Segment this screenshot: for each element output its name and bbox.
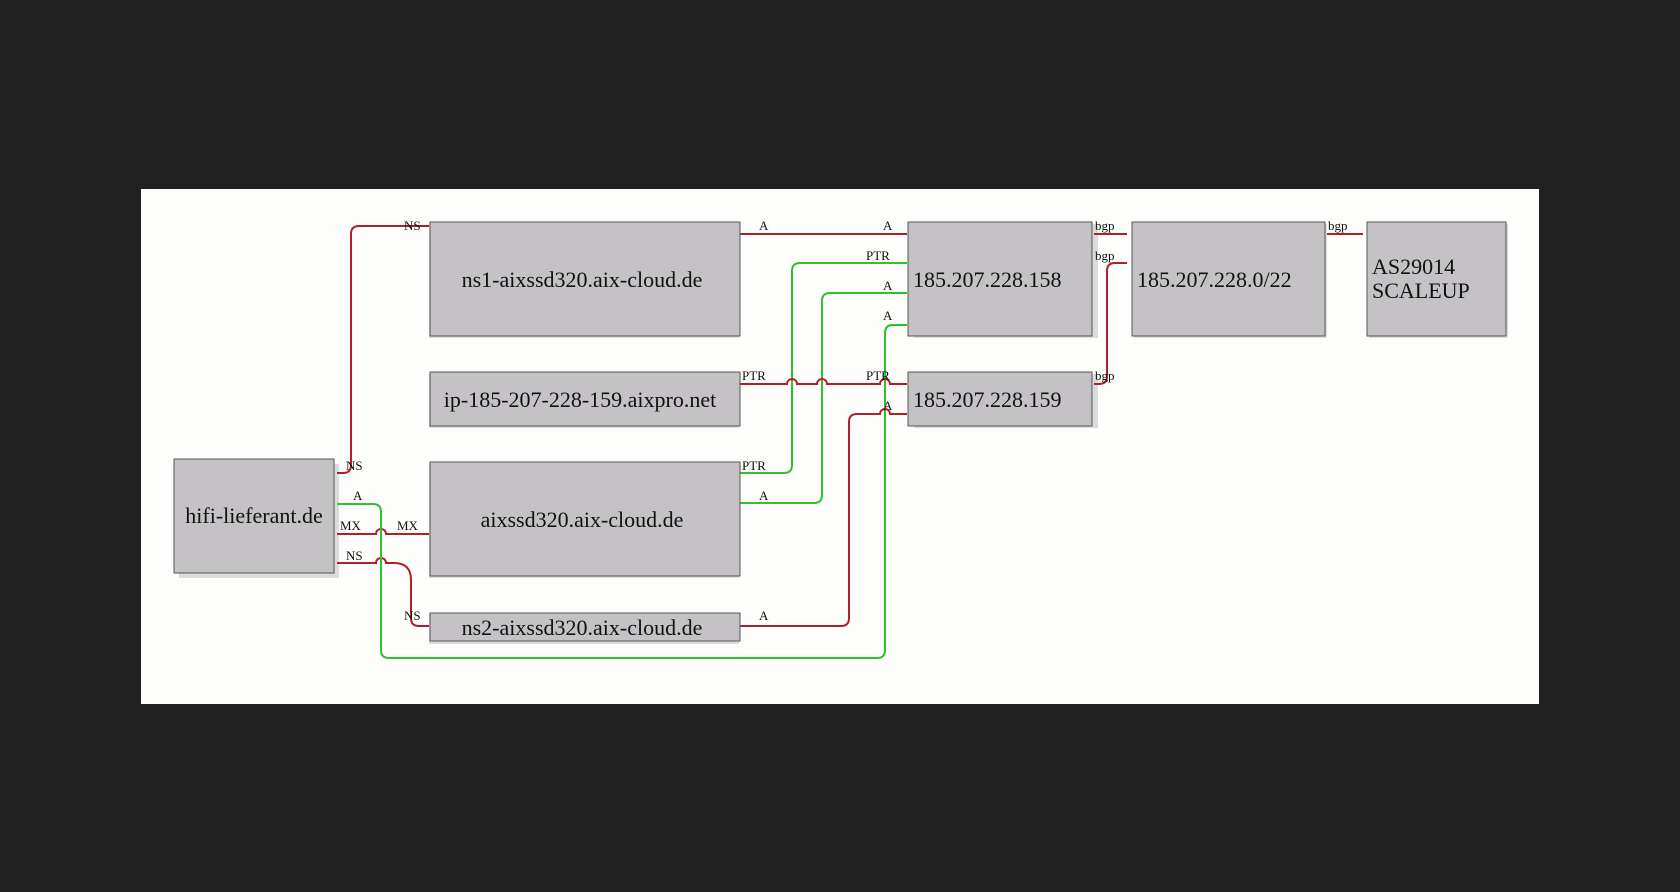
edge-aixssd-158-a	[740, 292, 907, 504]
node-aixssd[interactable]: aixssd320.aix-cloud.de	[429, 461, 741, 577]
node-ip158-label: 185.207.228.158	[913, 267, 1062, 292]
edge-label-mx: MX	[340, 518, 362, 533]
edge-aixssd-158-ptr	[740, 262, 907, 474]
edge-label-ptr: PTR	[866, 368, 890, 383]
edge-label-ns: NS	[346, 548, 363, 563]
edge-label-a: A	[883, 308, 893, 323]
node-aixssd-label: aixssd320.aix-cloud.de	[481, 507, 684, 532]
node-hifi-label: hifi-lieferant.de	[185, 503, 322, 528]
edge-label-a: A	[353, 488, 363, 503]
node-ns2-label: ns2-aixssd320.aix-cloud.de	[462, 615, 703, 640]
edge-label-ptr: PTR	[866, 248, 890, 263]
edge-label-ptr: PTR	[742, 458, 766, 473]
node-ptr159-label: ip-185-207-228-159.aixpro.net	[444, 387, 717, 412]
node-as-label-line1: AS29014	[1372, 254, 1455, 279]
node-ptr159[interactable]: ip-185-207-228-159.aixpro.net	[429, 371, 741, 427]
edge-label-bgp: bgp	[1095, 218, 1115, 233]
edge-label-bgp: bgp	[1328, 218, 1348, 233]
node-net-label: 185.207.228.0/22	[1137, 267, 1292, 292]
edge-label-ns: NS	[346, 458, 363, 473]
edge-labels: NS NS A MX MX NS NS A A PTR A A PTR PTR …	[340, 218, 1348, 623]
edge-label-a: A	[759, 218, 769, 233]
edge-label-a: A	[883, 218, 893, 233]
edge-label-mx: MX	[397, 518, 419, 533]
edge-label-a: A	[759, 488, 769, 503]
edge-label-ptr: PTR	[742, 368, 766, 383]
edge-label-bgp: bgp	[1095, 368, 1115, 383]
node-ip159[interactable]: 185.207.228.159	[907, 371, 1093, 427]
node-net[interactable]: 185.207.228.0/22	[1131, 221, 1326, 337]
edge-label-a: A	[883, 398, 893, 413]
edge-label-ns: NS	[404, 218, 421, 233]
node-as[interactable]: AS29014 SCALEUP	[1366, 221, 1507, 337]
node-hifi[interactable]: hifi-lieferant.de	[173, 458, 335, 574]
dns-graph: hifi-lieferant.de ns1-aixssd320.aix-clou…	[173, 218, 1508, 659]
edge-ptr159-159-ptr	[740, 378, 907, 385]
edge-label-bgp: bgp	[1095, 248, 1115, 263]
diagram-canvas: hifi-lieferant.de ns1-aixssd320.aix-clou…	[141, 189, 1539, 704]
node-ip159-label: 185.207.228.159	[913, 387, 1062, 412]
edge-hifi-158-a	[337, 324, 907, 659]
edge-label-a: A	[759, 608, 769, 623]
node-ip158[interactable]: 185.207.228.158	[907, 221, 1093, 337]
edge-label-a: A	[883, 278, 893, 293]
edge-159-net-bgp	[1094, 262, 1127, 385]
node-ns1-label: ns1-aixssd320.aix-cloud.de	[462, 267, 703, 292]
edges	[337, 225, 1363, 659]
node-ns2[interactable]: ns2-aixssd320.aix-cloud.de	[429, 612, 741, 642]
edge-hifi-ns1-ns	[337, 225, 429, 474]
node-ns1[interactable]: ns1-aixssd320.aix-cloud.de	[429, 221, 741, 337]
node-as-label-line2: SCALEUP	[1372, 278, 1470, 303]
edge-hifi-ns2-ns	[337, 557, 429, 627]
edge-label-ns: NS	[404, 608, 421, 623]
edge-ns2-159-a	[740, 408, 907, 627]
